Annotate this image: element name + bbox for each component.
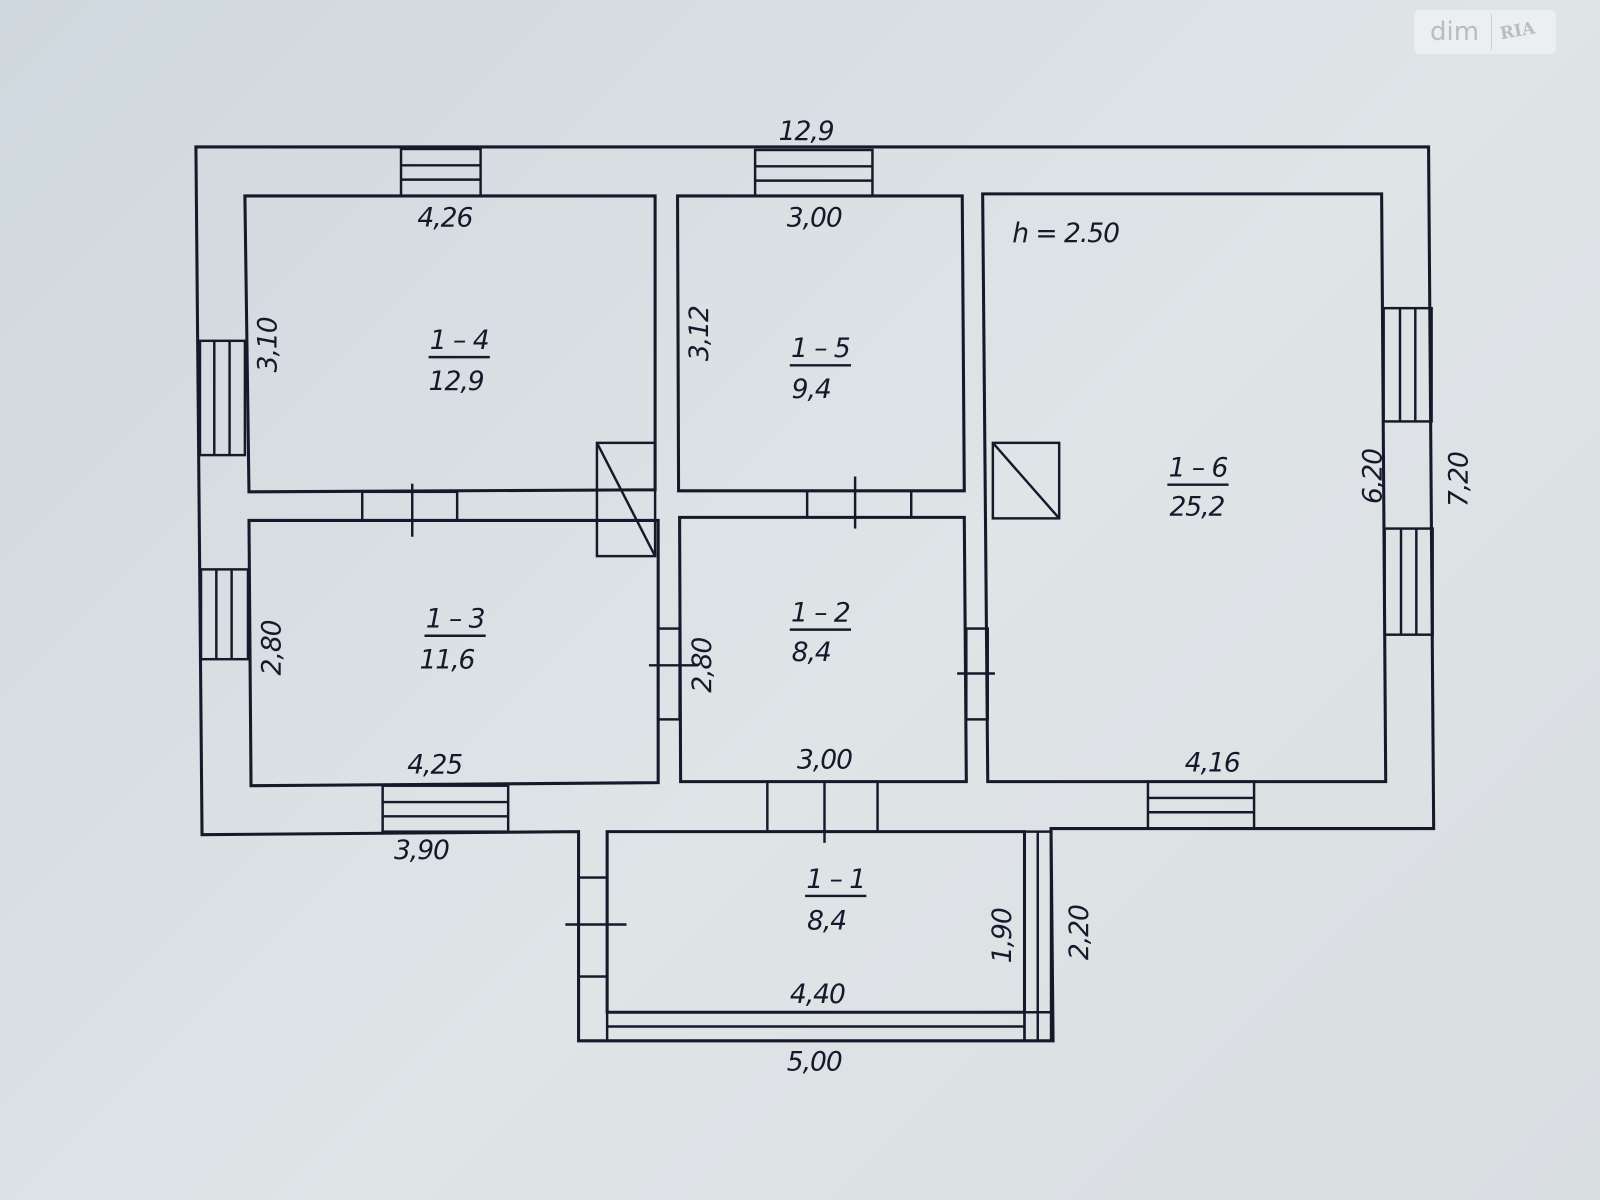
room-1-3-label: 1 – 3 11,6	[419, 604, 486, 675]
dim-left-wing-width: 3,90	[394, 835, 449, 866]
room-area: 25,2	[1169, 491, 1224, 522]
stove-icon	[595, 441, 657, 558]
dim-porch-width: 5,00	[787, 1046, 842, 1077]
room-id: 1 – 6	[1169, 453, 1228, 484]
room-id: 1 – 5	[791, 333, 850, 364]
window	[753, 148, 874, 198]
dim-r14-width: 4,26	[417, 203, 472, 234]
door	[565, 876, 627, 978]
room-id: 1 – 3	[426, 604, 485, 635]
room-area: 12,9	[429, 366, 484, 397]
room-labels: 1 – 4 12,9 1 – 5 9,4 1 – 6 25,2 1 – 3 11…	[419, 325, 1229, 937]
door	[361, 483, 459, 537]
dim-r15-depth: 3,12	[684, 306, 715, 361]
dim-r11-depth: 1,90	[987, 908, 1018, 963]
dim-r12-depth: 2,80	[687, 638, 718, 693]
dim-r13-width: 4,25	[407, 749, 462, 780]
doors	[361, 476, 995, 978]
room-area: 8,4	[807, 906, 846, 937]
room-1-6-label: 1 – 6 25,2	[1167, 453, 1229, 522]
window	[1023, 830, 1053, 1043]
window	[605, 1011, 1026, 1043]
room-1-5-label: 1 – 5 9,4	[789, 333, 852, 405]
stoves	[595, 441, 1061, 558]
dim-r14-depth: 3,10	[253, 317, 284, 372]
dim-r13-depth: 2,80	[257, 620, 288, 675]
door	[648, 627, 698, 721]
dim-overall-depth: 7,20	[1443, 452, 1474, 507]
window	[1146, 780, 1256, 830]
window	[381, 784, 510, 833]
room-1-3-outline	[247, 518, 660, 788]
windows	[198, 147, 1434, 1043]
outer-wall	[194, 145, 1436, 1043]
room-1-2-label: 1 – 2 8,4	[789, 597, 852, 668]
dim-r11-width: 4,40	[790, 979, 845, 1010]
dim-r16-width: 4,16	[1185, 747, 1240, 778]
room-id: 1 – 1	[806, 864, 865, 895]
stove-icon	[991, 441, 1061, 520]
dim-r12-width: 3,00	[797, 744, 852, 775]
window	[198, 339, 247, 457]
watermark-brand: dim	[1414, 14, 1493, 50]
dim-overall-width: 12,9	[779, 116, 834, 147]
dim-porch-depth: 2,20	[1064, 905, 1095, 960]
room-area: 8,4	[792, 637, 831, 668]
room-1-1-label: 1 – 1 8,4	[805, 864, 867, 937]
dim-r16-depth: 6,20	[1358, 449, 1389, 504]
window	[1383, 527, 1434, 636]
room-id: 1 – 2	[791, 597, 850, 628]
ceiling-height: h = 2.50	[1012, 218, 1119, 249]
room-area: 11,6	[419, 644, 474, 675]
room-1-4-label: 1 – 4 12,9	[428, 325, 490, 397]
room-1-6-outline	[981, 192, 1388, 784]
dimension-labels: 12,9 4,26 3,00 h = 2.50 4,25 3,00 4,16 3…	[253, 116, 1475, 1078]
door	[805, 476, 913, 529]
window	[1382, 306, 1433, 423]
door	[766, 780, 879, 843]
watermark-logo: dim RIA	[1414, 10, 1556, 54]
dim-r15-width: 3,00	[787, 203, 842, 234]
window	[399, 147, 482, 198]
door	[957, 627, 995, 721]
room-area: 9,4	[792, 374, 831, 405]
room-id: 1 – 4	[430, 325, 489, 356]
window	[199, 568, 250, 661]
